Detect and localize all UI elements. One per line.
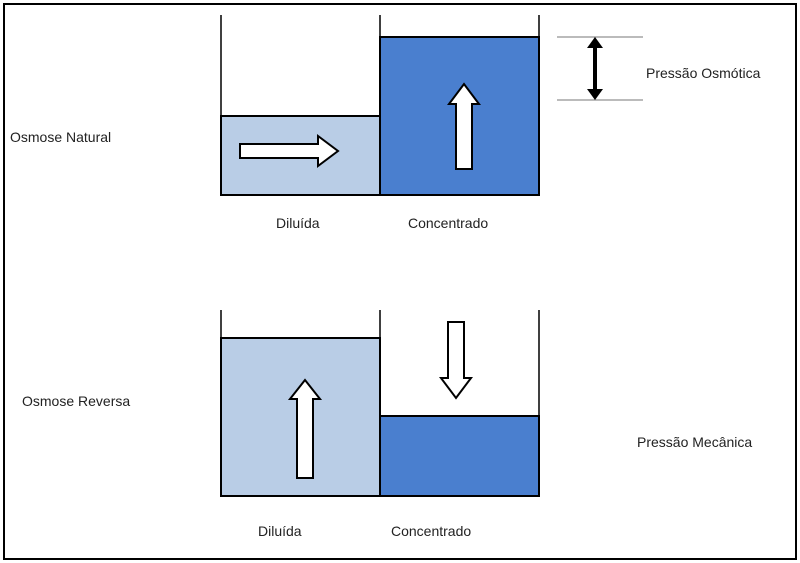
reverse-left-label: Diluída <box>258 523 302 539</box>
arrow-right-icon <box>239 134 340 168</box>
reverse-osmosis-panel: Osmose Reversa Diluída Concentrado Press… <box>22 310 752 539</box>
arrow-up-icon <box>287 378 323 479</box>
arrow-down-icon <box>439 321 473 400</box>
reverse-right-label: Concentrado <box>391 523 471 539</box>
mechanical-pressure-label: Pressão Mecânica <box>637 434 752 450</box>
natural-title: Osmose Natural <box>10 129 111 145</box>
natural-left-label: Diluída <box>276 215 320 231</box>
natural-osmosis-panel: Osmose Natural Diluída Concentrado Press… <box>10 15 761 231</box>
osmotic-pressure-label: Pressão Osmótica <box>646 65 761 81</box>
reverse-title: Osmose Reversa <box>22 393 130 409</box>
double-arrow-icon <box>587 37 603 100</box>
reverse-concentrated-liquid <box>379 415 540 497</box>
natural-right-label: Concentrado <box>408 215 488 231</box>
arrow-up-icon <box>447 82 481 170</box>
